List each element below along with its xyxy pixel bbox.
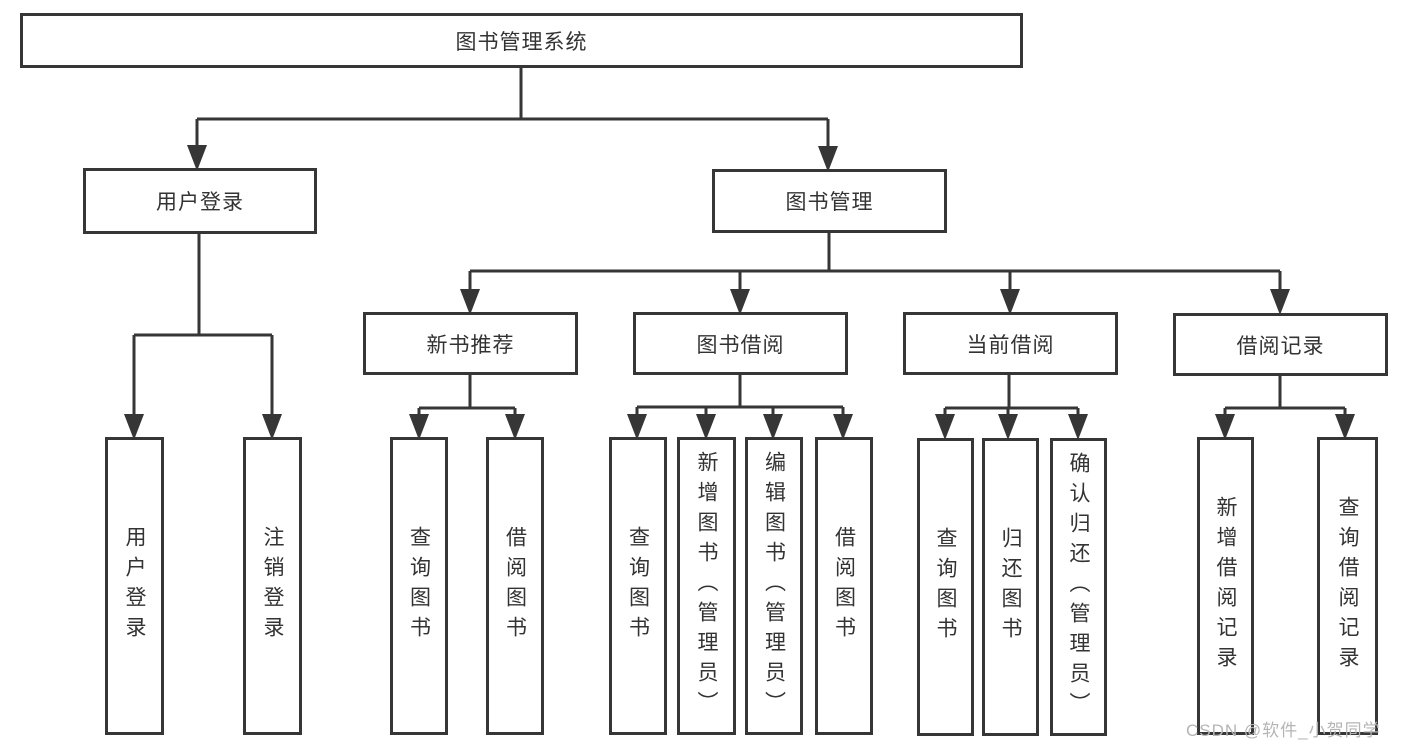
node-label: 新增图书（管理员） bbox=[695, 451, 718, 721]
node-label: 注销登录 bbox=[261, 526, 284, 646]
arrowhead bbox=[1068, 414, 1088, 440]
connector-borrow-records bbox=[1223, 375, 1347, 418]
csdn-watermark: CSDN @软件_小贺同学 bbox=[1186, 721, 1381, 740]
leaf-borrow-books-recommend: 借阅图书 bbox=[486, 437, 544, 735]
node-label: 用户登录 bbox=[156, 191, 244, 214]
leaf-confirm-return-admin: 确认归还（管理员） bbox=[1050, 438, 1107, 736]
connector-new-book-recommend bbox=[417, 375, 517, 418]
node-label: 编辑图书（管理员） bbox=[762, 451, 786, 721]
leaf-user-login: 用户登录 bbox=[105, 437, 164, 735]
node-book-management: 图书管理 bbox=[712, 169, 947, 233]
leaf-query-borrow-record: 查询借阅记录 bbox=[1317, 437, 1378, 735]
node-user-login: 用户登录 bbox=[83, 168, 317, 234]
node-label: 归还图书 bbox=[999, 527, 1022, 647]
node-library-management-system: 图书管理系统 bbox=[20, 13, 1023, 68]
node-label: 新增借阅记录 bbox=[1214, 496, 1237, 676]
leaf-add-book-admin: 新增图书（管理员） bbox=[677, 437, 736, 735]
node-label: 查询图书 bbox=[407, 526, 431, 646]
node-label: 新书推荐 bbox=[426, 333, 515, 357]
node-label: 借阅记录 bbox=[1236, 334, 1325, 358]
leaf-edit-book-admin: 编辑图书（管理员） bbox=[745, 437, 803, 735]
node-label: 图书管理 bbox=[785, 191, 874, 214]
connector-current-borrow bbox=[943, 375, 1080, 418]
node-label: 用户登录 bbox=[123, 526, 146, 646]
node-label: 查询借阅记录 bbox=[1336, 496, 1359, 676]
arrowhead bbox=[935, 414, 955, 440]
node-current-borrow: 当前借阅 bbox=[903, 312, 1118, 375]
node-label: 当前借阅 bbox=[966, 333, 1055, 357]
node-label: 查询图书 bbox=[626, 526, 650, 646]
leaf-query-books-recommend: 查询图书 bbox=[390, 437, 448, 735]
leaf-query-books-current: 查询图书 bbox=[917, 438, 974, 736]
node-book-borrow: 图书借阅 bbox=[633, 312, 848, 375]
node-new-book-recommend: 新书推荐 bbox=[363, 312, 578, 375]
leaf-return-book: 归还图书 bbox=[982, 438, 1039, 736]
node-borrow-records: 借阅记录 bbox=[1173, 313, 1388, 376]
connector-user-login bbox=[132, 234, 274, 418]
connector-book-borrow bbox=[635, 375, 845, 418]
node-label: 借阅图书 bbox=[503, 526, 527, 646]
node-label: 图书管理系统 bbox=[455, 30, 588, 54]
leaf-query-books-borrow: 查询图书 bbox=[609, 437, 667, 735]
connector-root bbox=[195, 68, 830, 151]
node-label: 图书借阅 bbox=[696, 333, 785, 357]
leaf-add-borrow-record: 新增借阅记录 bbox=[1197, 437, 1254, 735]
node-label: 查询图书 bbox=[934, 527, 957, 647]
arrowhead bbox=[998, 414, 1018, 440]
leaf-borrow-books: 借阅图书 bbox=[815, 437, 873, 735]
arrowhead bbox=[1270, 289, 1290, 315]
connector-book-management bbox=[468, 233, 1282, 293]
node-label: 借阅图书 bbox=[832, 526, 856, 646]
leaf-logout: 注销登录 bbox=[243, 437, 302, 735]
node-label: 确认归还（管理员） bbox=[1067, 452, 1090, 722]
